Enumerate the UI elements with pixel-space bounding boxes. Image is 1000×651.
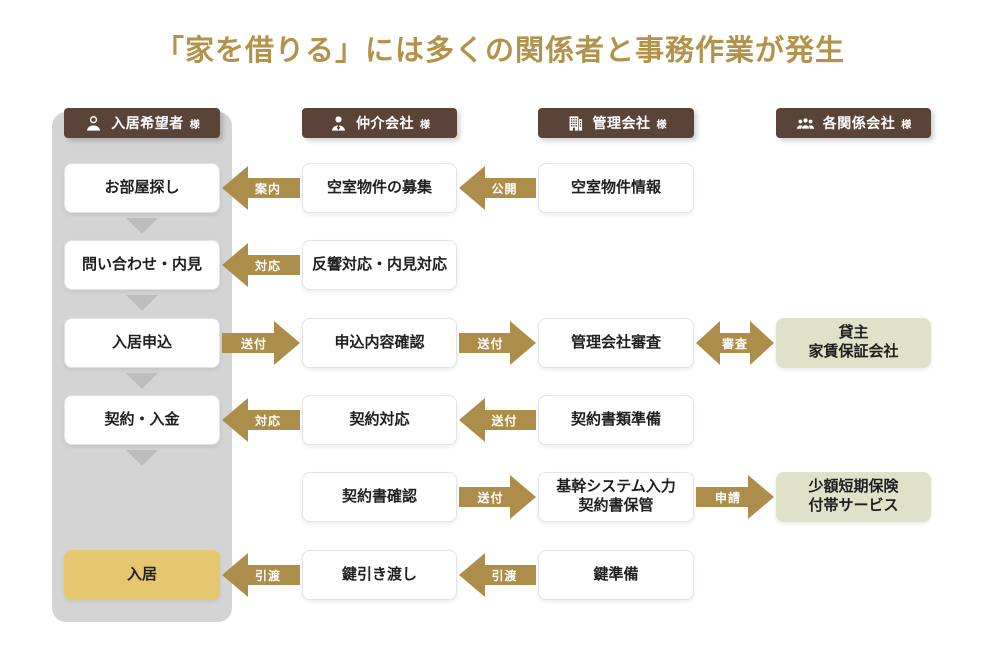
column-header-suffix: 様: [901, 119, 912, 131]
flow-arrow-send-to-management: 送付: [459, 320, 536, 366]
step-box-response-viewing-support: 反響対応・内見対応: [302, 240, 457, 290]
column-header-3: 管理会社様: [538, 108, 694, 138]
flow-arrow-handover-keys: 引渡: [459, 552, 536, 598]
down-arrow-icon: [126, 295, 158, 311]
column-header-suffix: 様: [189, 119, 200, 131]
flow-arrow-label: 送付: [477, 336, 504, 351]
column-header-2: 仲介会社様: [302, 108, 457, 138]
step-box-vacancy-listing: 空室物件の募集: [302, 163, 457, 213]
flow-arrow-screening: 審査: [696, 320, 774, 366]
step-box-room-search: お部屋探し: [64, 163, 220, 213]
column-header-suffix: 様: [420, 119, 430, 131]
people-group-icon: [796, 114, 815, 133]
flow-arrow-label: 案内: [254, 181, 281, 196]
step-box-contract-docs-preparation: 契約書類準備: [538, 395, 694, 445]
step-box-system-entry-storage: 基幹システム入力 契約書保管: [538, 472, 694, 522]
flow-arrow-handover-to-tenant: 引渡: [222, 552, 300, 598]
step-box-key-handover: 鍵引き渡し: [302, 550, 457, 600]
step-box-vacancy-info: 空室物件情報: [538, 163, 694, 213]
step-box-move-in: 入居: [64, 550, 220, 600]
step-box-contract-confirmation: 契約書確認: [302, 472, 457, 522]
column-header-label: 入居希望者: [111, 115, 184, 131]
step-box-application-check: 申込内容確認: [302, 318, 457, 368]
flow-arrow-label: 対応: [254, 258, 281, 273]
business-person-icon: [329, 114, 348, 133]
flow-arrow-label: 審査: [721, 336, 748, 351]
down-arrow-icon: [126, 218, 158, 234]
page-title: 「家を借りる」には多くの関係者と事務作業が発生: [154, 35, 845, 67]
flow-arrow-label: 送付: [240, 336, 267, 351]
column-header-label: 各関係会社: [822, 115, 896, 131]
flow-arrow-label: 送付: [477, 490, 504, 505]
step-box-key-preparation: 鍵準備: [538, 550, 694, 600]
flow-arrow-contract-respond: 対応: [222, 397, 300, 443]
flow-arrow-publish: 公開: [459, 165, 536, 211]
step-box-contract-payment: 契約・入金: [64, 395, 220, 445]
step-box-move-in-application: 入居申込: [64, 318, 220, 368]
flow-arrow-label: 引渡: [491, 568, 518, 583]
flow-arrow-label: 申請: [714, 490, 741, 505]
column-header-4: 各関係会社様: [776, 108, 931, 138]
flow-arrow-label: 送付: [491, 413, 518, 428]
step-box-management-screening: 管理会社審査: [538, 318, 694, 368]
flow-arrow-apply-insurance: 申請: [696, 474, 774, 520]
flow-arrow-label: 対応: [254, 413, 281, 428]
flow-arrow-send-docs: 送付: [459, 397, 536, 443]
step-box-landlord-guarantor: 貸主 家賃保証会社: [776, 318, 931, 368]
step-box-contract-handling: 契約対応: [302, 395, 457, 445]
step-box-inquiry-viewing: 問い合わせ・内見: [64, 240, 220, 290]
flow-arrow-send-application: 送付: [222, 320, 300, 366]
down-arrow-icon: [126, 450, 158, 466]
flow-arrow-label: 引渡: [254, 568, 281, 583]
down-arrow-icon: [126, 373, 158, 389]
person-icon: [84, 114, 103, 133]
flow-arrow-guide: 案内: [222, 165, 300, 211]
flow-arrow-label: 公開: [491, 181, 518, 196]
building-icon: [566, 114, 585, 133]
step-box-insurance-services: 少額短期保険 付帯サービス: [776, 472, 931, 522]
flow-arrow-respond: 対応: [222, 242, 300, 288]
column-header-label: 仲介会社: [356, 115, 414, 131]
column-header-suffix: 様: [656, 119, 667, 131]
flow-arrow-send-contract: 送付: [459, 474, 536, 520]
column-header-label: 管理会社: [592, 115, 651, 131]
column-header-1: 入居希望者様: [64, 108, 220, 138]
